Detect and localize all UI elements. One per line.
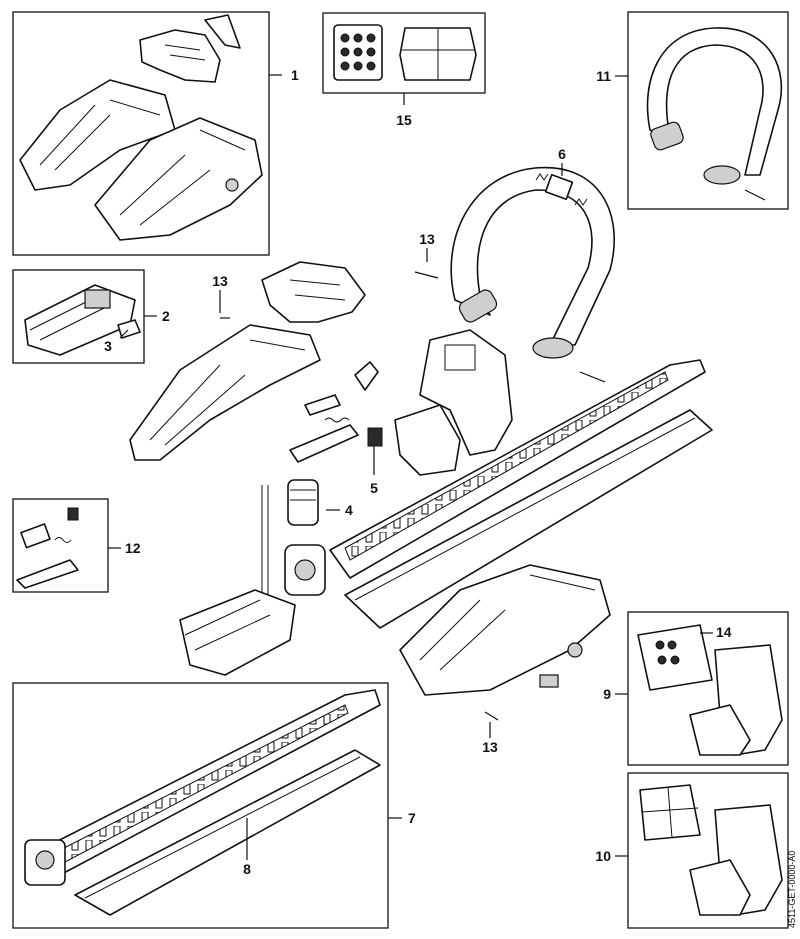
callout-7: 7 [408,810,416,826]
lower-housing-drawing [399,271,611,721]
callout-10: 10 [595,848,611,864]
loop-handle-drawing [450,166,615,359]
callout-8: 8 [243,861,251,877]
callout-11: 11 [596,68,611,84]
box-hand-guard-kit [627,611,789,766]
callout-13-top: 13 [212,273,228,289]
box-hand-guard [627,772,789,929]
callout-2: 2 [162,308,170,324]
box-cutter-bar [12,682,389,929]
guard-drawing [639,784,783,916]
box-handle-kit [627,11,789,210]
housing-assembly-drawing [19,14,263,241]
callout-14: 14 [716,624,732,640]
callout-3: 3 [104,338,112,354]
callout-12: 12 [125,540,141,556]
callout-15: 15 [396,112,412,128]
handle-kit-drawing [646,27,783,201]
box-housing-assembly [12,11,270,256]
callout-13-right: 13 [419,231,435,247]
box-switch-set [12,498,109,593]
cutter-bar-drawing [24,689,381,916]
cutter-bar-center-drawing [329,359,713,629]
electronics-module-drawing [24,284,141,356]
guard-kit-drawing [637,624,783,756]
callout-9: 9 [603,686,611,702]
callout-labels: 1 2 3 4 5 6 7 8 9 10 11 12 13 13 13 14 1… [104,67,732,877]
callout-5: 5 [370,480,378,496]
switch-set-drawing [16,507,79,589]
switch-parts-drawing [289,361,383,463]
leader-lines [108,74,713,860]
hand-guard-drawing [394,329,513,476]
motor-drawing [261,479,326,600]
callout-1: 1 [291,67,299,83]
housing-half-drawing [129,261,366,461]
callout-13-bottom: 13 [482,739,498,755]
callout-6: 6 [558,146,566,162]
lower-electronics-drawing [179,589,296,676]
label-set-drawing [333,24,477,81]
drawing-code: 4511-GET-0000-A0 [787,851,797,928]
callout-4: 4 [345,502,353,518]
